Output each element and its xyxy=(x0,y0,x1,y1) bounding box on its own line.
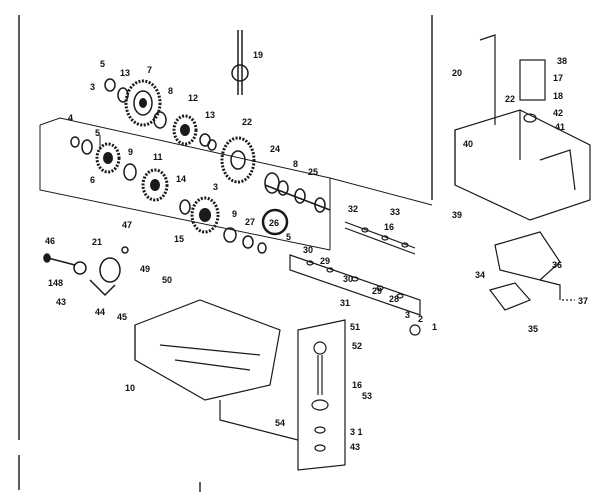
callout-38: 38 xyxy=(557,56,567,66)
callout-24: 24 xyxy=(270,144,280,154)
gear-26-highlighted xyxy=(261,208,289,236)
column-assembly xyxy=(219,319,346,471)
callout-3: 3 xyxy=(90,82,95,92)
callout-44: 44 xyxy=(95,307,105,317)
callout-33: 33 xyxy=(390,207,400,217)
small-parts-row2 xyxy=(70,136,137,181)
bar-31 xyxy=(289,254,421,336)
callout-16: 16 xyxy=(384,222,394,232)
callout-8: 8 xyxy=(293,159,298,169)
callout-51: 51 xyxy=(350,322,360,332)
callout-13: 13 xyxy=(120,68,130,78)
small-parts-row1 xyxy=(104,78,217,151)
callout-35: 35 xyxy=(528,324,538,334)
callout-8: 8 xyxy=(168,86,173,96)
callout-9: 9 xyxy=(128,147,133,157)
callout-21: 21 xyxy=(92,237,102,247)
callout-22: 22 xyxy=(505,94,515,104)
callout-43: 43 xyxy=(56,297,66,307)
callout-labels: 5 13 7 3 8 12 13 4 5 9 6 11 14 22 24 8 2… xyxy=(45,50,588,452)
frame-lines xyxy=(18,15,433,492)
callout-49: 49 xyxy=(140,264,150,274)
callout-45: 45 xyxy=(117,312,127,322)
callout-148: 148 xyxy=(48,278,63,288)
callout-30: 30 xyxy=(303,245,313,255)
callout-52: 52 xyxy=(352,341,362,351)
callout-14: 14 xyxy=(176,174,186,184)
callout-43: 43 xyxy=(350,442,360,452)
gear-7 xyxy=(124,79,162,127)
callout-5: 5 xyxy=(286,232,291,242)
callout-25: 25 xyxy=(308,167,318,177)
callout-19: 19 xyxy=(253,50,263,60)
callout-54: 54 xyxy=(275,418,285,428)
gear-15 xyxy=(190,196,220,234)
callout-37: 37 xyxy=(578,296,588,306)
callout-3: 3 xyxy=(213,182,218,192)
callout-29: 29 xyxy=(320,256,330,266)
callout-20: 20 xyxy=(452,68,462,78)
callout-13: 13 xyxy=(205,110,215,120)
callout-27: 27 xyxy=(245,217,255,227)
gear-9-a xyxy=(95,142,121,174)
callout-4: 4 xyxy=(68,113,73,123)
small-parts-row3 xyxy=(179,199,267,254)
callout-50: 50 xyxy=(162,275,172,285)
callout-53: 53 xyxy=(362,391,372,401)
callout-34: 34 xyxy=(475,270,485,280)
callout-5: 5 xyxy=(100,59,105,69)
bracket-34-37 xyxy=(488,231,575,311)
callout-1: 1 xyxy=(432,322,437,332)
callout-47: 47 xyxy=(122,220,132,230)
callout-40: 40 xyxy=(463,139,473,149)
callout-29: 29 xyxy=(372,286,382,296)
callout-31: 3 1 xyxy=(350,427,363,437)
callout-15: 15 xyxy=(174,234,184,244)
callout-31: 31 xyxy=(340,298,350,308)
callout-16: 16 xyxy=(352,380,362,390)
callout-42: 42 xyxy=(553,108,563,118)
callout-39: 39 xyxy=(452,210,462,220)
callout-18: 18 xyxy=(553,91,563,101)
callout-36: 36 xyxy=(552,260,562,270)
gear-12 xyxy=(172,114,198,146)
callout-46: 46 xyxy=(45,236,55,246)
gear-11 xyxy=(141,168,169,202)
callout-6: 6 xyxy=(90,175,95,185)
callout-17: 17 xyxy=(553,73,563,83)
callout-3: 3 xyxy=(405,310,410,320)
rail-32-33 xyxy=(344,221,416,255)
gear-22 xyxy=(220,136,256,184)
callout-12: 12 xyxy=(188,93,198,103)
callout-32: 32 xyxy=(348,204,358,214)
callout-9: 9 xyxy=(232,209,237,219)
base-plate-10 xyxy=(134,299,281,401)
callout-5: 5 xyxy=(95,128,100,138)
callout-30: 30 xyxy=(343,274,353,284)
right-housing xyxy=(454,34,591,221)
callout-41: 41 xyxy=(555,122,565,132)
callout-2: 2 xyxy=(418,314,423,324)
shaft-part-19 xyxy=(231,30,249,95)
callout-11: 11 xyxy=(153,152,163,162)
callout-10: 10 xyxy=(125,383,135,393)
callout-7: 7 xyxy=(147,65,152,75)
shaft-24-assembly xyxy=(264,172,331,213)
left-parts-assembly xyxy=(43,246,129,297)
callout-28: 28 xyxy=(389,294,399,304)
callout-26: 26 xyxy=(269,218,279,228)
callout-22: 22 xyxy=(242,117,252,127)
